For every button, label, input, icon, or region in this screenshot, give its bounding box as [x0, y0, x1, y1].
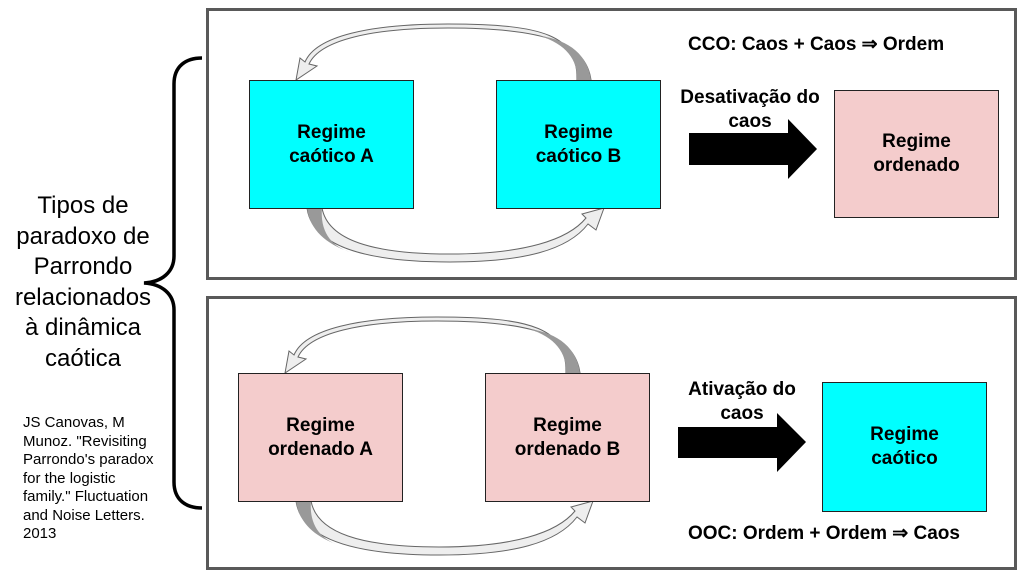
ordered-regime-a-box: Regime ordenado A [238, 373, 403, 502]
ordered-regime-result-box: Regime ordenado [834, 90, 999, 218]
box-label: Regime caótico A [289, 121, 374, 167]
activation-label: Ativação do caos [688, 379, 796, 424]
chaotic-regime-b-box: Regime caótico B [496, 80, 661, 209]
ordered-regime-b-box: Regime ordenado B [485, 373, 650, 502]
cco-formula: CCO: Caos + Caos ⇒ Ordem [688, 34, 945, 55]
box-label: Regime ordenado [873, 131, 960, 176]
citation: JS Canovas, M Munoz. "Revisiting Parrond… [23, 414, 154, 542]
cycle-arrow-top-upper [295, 23, 592, 82]
box-label: Regime caótico B [535, 121, 622, 167]
box-label: Regime caótico [870, 424, 939, 469]
side-title: Tipos de paradoxo de Parrondo relacionad… [14, 192, 152, 372]
cycle-arrow-bottom-lower [295, 500, 594, 556]
cycle-arrow-top-lower [306, 207, 605, 263]
deactivation-arrow [689, 119, 817, 179]
deactivation-label: Desativação do caos [680, 87, 820, 132]
ooc-formula: OOC: Ordem + Ordem ⇒ Caos [688, 523, 960, 544]
box-label: Regime ordenado B [514, 414, 621, 460]
chaotic-regime-result-box: Regime caótico [822, 382, 987, 512]
curly-bracket [143, 56, 203, 510]
activation-arrow [678, 413, 806, 472]
cycle-arrow-bottom-upper [284, 316, 581, 375]
chaotic-regime-a-box: Regime caótico A [249, 80, 414, 209]
box-label: Regime ordenado A [268, 414, 373, 460]
